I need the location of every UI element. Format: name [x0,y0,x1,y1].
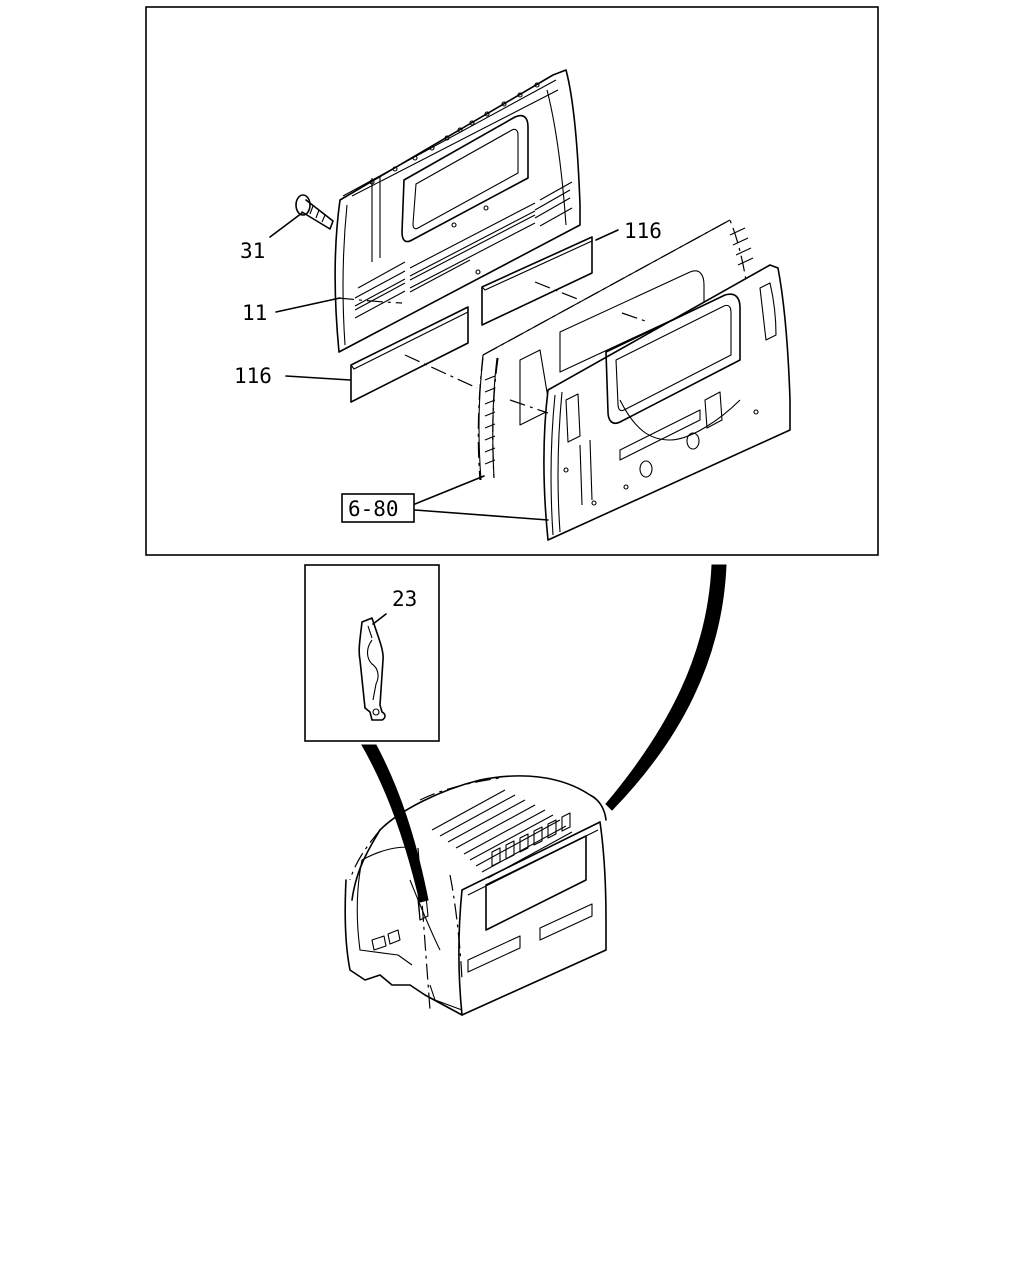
ref-box-frame [341,493,415,523]
panel-louvres [354,181,573,319]
bolt-screw [295,194,334,230]
label-bracket: 23 [392,587,417,611]
pointer-arrow-left [361,744,429,903]
label-pad-lower: 116 [234,364,272,388]
label-panel: 11 [242,301,267,325]
leaders [269,212,619,521]
pointer-arrow-right [605,564,727,811]
label-bolt: 31 [240,239,265,263]
pad-lower [350,306,469,403]
pad-upper [481,236,593,326]
panel-holes [369,82,540,275]
rear-inner-panel [334,69,581,353]
cab-overview [344,775,607,1016]
panel-window [401,114,529,243]
bracket-part [358,613,387,721]
assembly-centerlines [337,281,649,414]
label-ref-box: 6-80 [348,497,399,521]
bracket-detail-frame [304,564,440,742]
main-detail-frame [145,6,879,556]
label-pad-upper: 116 [624,219,662,243]
rear-body-panel-front [543,264,791,541]
